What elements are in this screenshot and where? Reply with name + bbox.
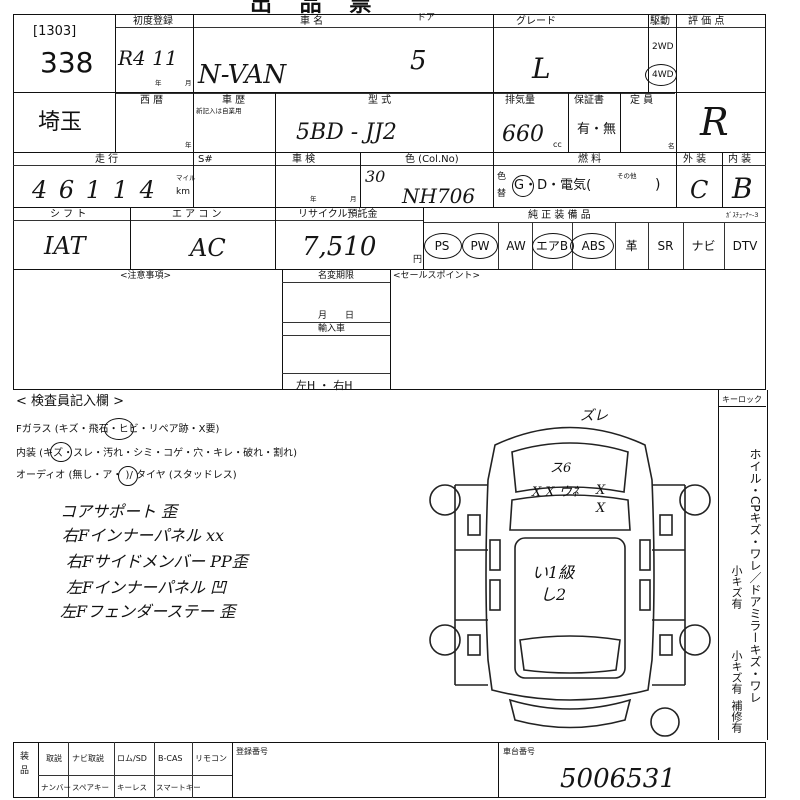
western-label: 西 暦: [140, 95, 164, 106]
keylock-label: キーロック: [722, 395, 762, 404]
warranty-label: 保証書: [574, 95, 604, 106]
side-text-3: 小キズ有: [730, 650, 743, 694]
acc-plate: ナンバー: [41, 783, 71, 792]
page-title: 出 品 票: [250, 0, 382, 17]
hw-exterior: C: [690, 176, 709, 204]
reg-no-label: 登録番号: [236, 747, 268, 756]
lot-code: [1303]: [33, 24, 77, 39]
acc-smart-key: スマートキー: [156, 783, 201, 792]
hw-chassis: 5006531: [560, 764, 676, 794]
car-damage-diagram: ズレ ス6 X X ウﾈ X X い1級 し2: [429, 408, 711, 737]
hw-aircon: AC: [190, 234, 226, 262]
hw-doors: 5: [410, 46, 427, 76]
drive-4wd-circle: [645, 64, 677, 86]
import-label: 輸入車: [318, 324, 346, 334]
equip-leather: 革: [625, 239, 638, 253]
equipment-label: 純 正 装 備 品: [528, 210, 591, 221]
hw-color-code: NH706: [402, 184, 476, 208]
inspector-label: < 検査員記入欄 >: [16, 394, 125, 409]
hw-map-x2: X: [595, 501, 606, 516]
form-frame: [13, 14, 766, 390]
hw-map-xx: X X ウﾈ: [531, 485, 580, 500]
acc-bcas: B-CAS: [158, 754, 183, 763]
smeter-label: S#: [198, 154, 213, 165]
hw-interior: B: [732, 172, 753, 205]
hw-note-3: 右Fサイドメンバー PP歪: [66, 552, 248, 571]
capacity-label: 定 員: [630, 95, 654, 106]
hw-map-s6: ス6: [550, 461, 571, 476]
acc-keyless: キーレス: [117, 783, 147, 792]
exterior-label: 外 装: [683, 154, 707, 165]
equip-navi: ナビ: [691, 239, 716, 253]
hw-note-2: 右Fインナーパネル xx: [62, 526, 225, 545]
displacement-label: 排気量: [505, 95, 535, 106]
hw-center-2: し2: [540, 585, 566, 604]
acc-spare-key: スペアキー: [72, 783, 109, 792]
mileage-label: 走 行: [95, 154, 119, 165]
side-text-4: 補修有: [730, 700, 743, 733]
eval-label: 評 価 点: [688, 16, 725, 27]
aircon-label: エ ア コ ン: [172, 209, 222, 220]
hw-recycle: 7,510: [302, 232, 377, 262]
drive-2wd: 2WD: [652, 42, 674, 52]
hw-reg-date: R4 11: [118, 46, 178, 70]
hw-grade: L: [532, 52, 551, 85]
equip-sr: SR: [657, 239, 674, 253]
equip-aw: AW: [506, 239, 526, 253]
hw-map-x1: X: [595, 483, 606, 498]
acc-rom-sd: ロム/SD: [117, 754, 147, 763]
hw-color-prefix: 30: [365, 167, 386, 186]
history-label: 車 歴: [222, 95, 246, 106]
hw-note-5: 左Fフェンダーステー 歪: [60, 602, 236, 621]
door-label: ドア: [417, 13, 436, 23]
hw-note-4: 左Fインナーパネル 凹: [66, 578, 227, 597]
fuel-g-circle: [512, 175, 534, 197]
hw-model: 5BD - JJ2: [296, 120, 397, 145]
acc-manual: 取説: [46, 754, 62, 763]
hw-car-name: N-VAN: [198, 60, 287, 90]
hw-mileage: 4 6 1 1 4: [32, 176, 157, 204]
inspection-label: 車 検: [292, 154, 316, 165]
sales-point-label: <セールスポイント>: [393, 271, 481, 281]
side-text-1: ホイル・CPキズ・ワレ／ドアミラーキズ・ワレ: [748, 448, 762, 704]
acc-navi-manual: ナビ取説: [72, 754, 104, 763]
hw-shift: IAT: [44, 232, 86, 260]
lot-number: 338: [40, 46, 94, 79]
color-label: 色 (Col.No): [405, 154, 459, 165]
hw-note-1: コアサポート 歪: [60, 502, 178, 521]
notes-label: <注意事項>: [120, 271, 172, 281]
grade-label: グレード: [516, 16, 556, 27]
hw-eval: R: [700, 100, 729, 144]
fuel-label: 燃 料: [578, 154, 602, 165]
hw-map-zure: ズレ: [580, 408, 608, 424]
acc-remote: リモコン: [195, 754, 227, 763]
check-interior: 内装 (キズ・スレ・汚れ・シミ・コゲ・穴・キレ・破れ・割れ): [16, 448, 297, 459]
expiry-label: 名変期限: [318, 271, 355, 281]
model-label: 型 式: [368, 95, 392, 106]
recycle-label: リサイクル預託金: [298, 209, 378, 220]
bottom-strip: [13, 742, 766, 798]
first-reg-label: 初度登録: [133, 16, 173, 27]
drive-label: 駆動: [650, 16, 670, 27]
interior-label: 内 装: [728, 154, 752, 165]
side-text-2: 小キズ有: [730, 565, 743, 609]
warranty-opts: 有・無: [577, 122, 617, 137]
chassis-no-label: 車台番号: [503, 747, 535, 756]
hw-cc: 660: [502, 122, 544, 147]
handle-option: 左H ・ 右H: [296, 379, 353, 392]
equip-dtv: DTV: [732, 239, 758, 253]
prefecture: 埼玉: [38, 110, 83, 135]
shift-label: シ フ ト: [50, 209, 87, 220]
car-name-label: 車 名: [300, 16, 324, 27]
hw-center-1: い1級: [532, 563, 575, 582]
